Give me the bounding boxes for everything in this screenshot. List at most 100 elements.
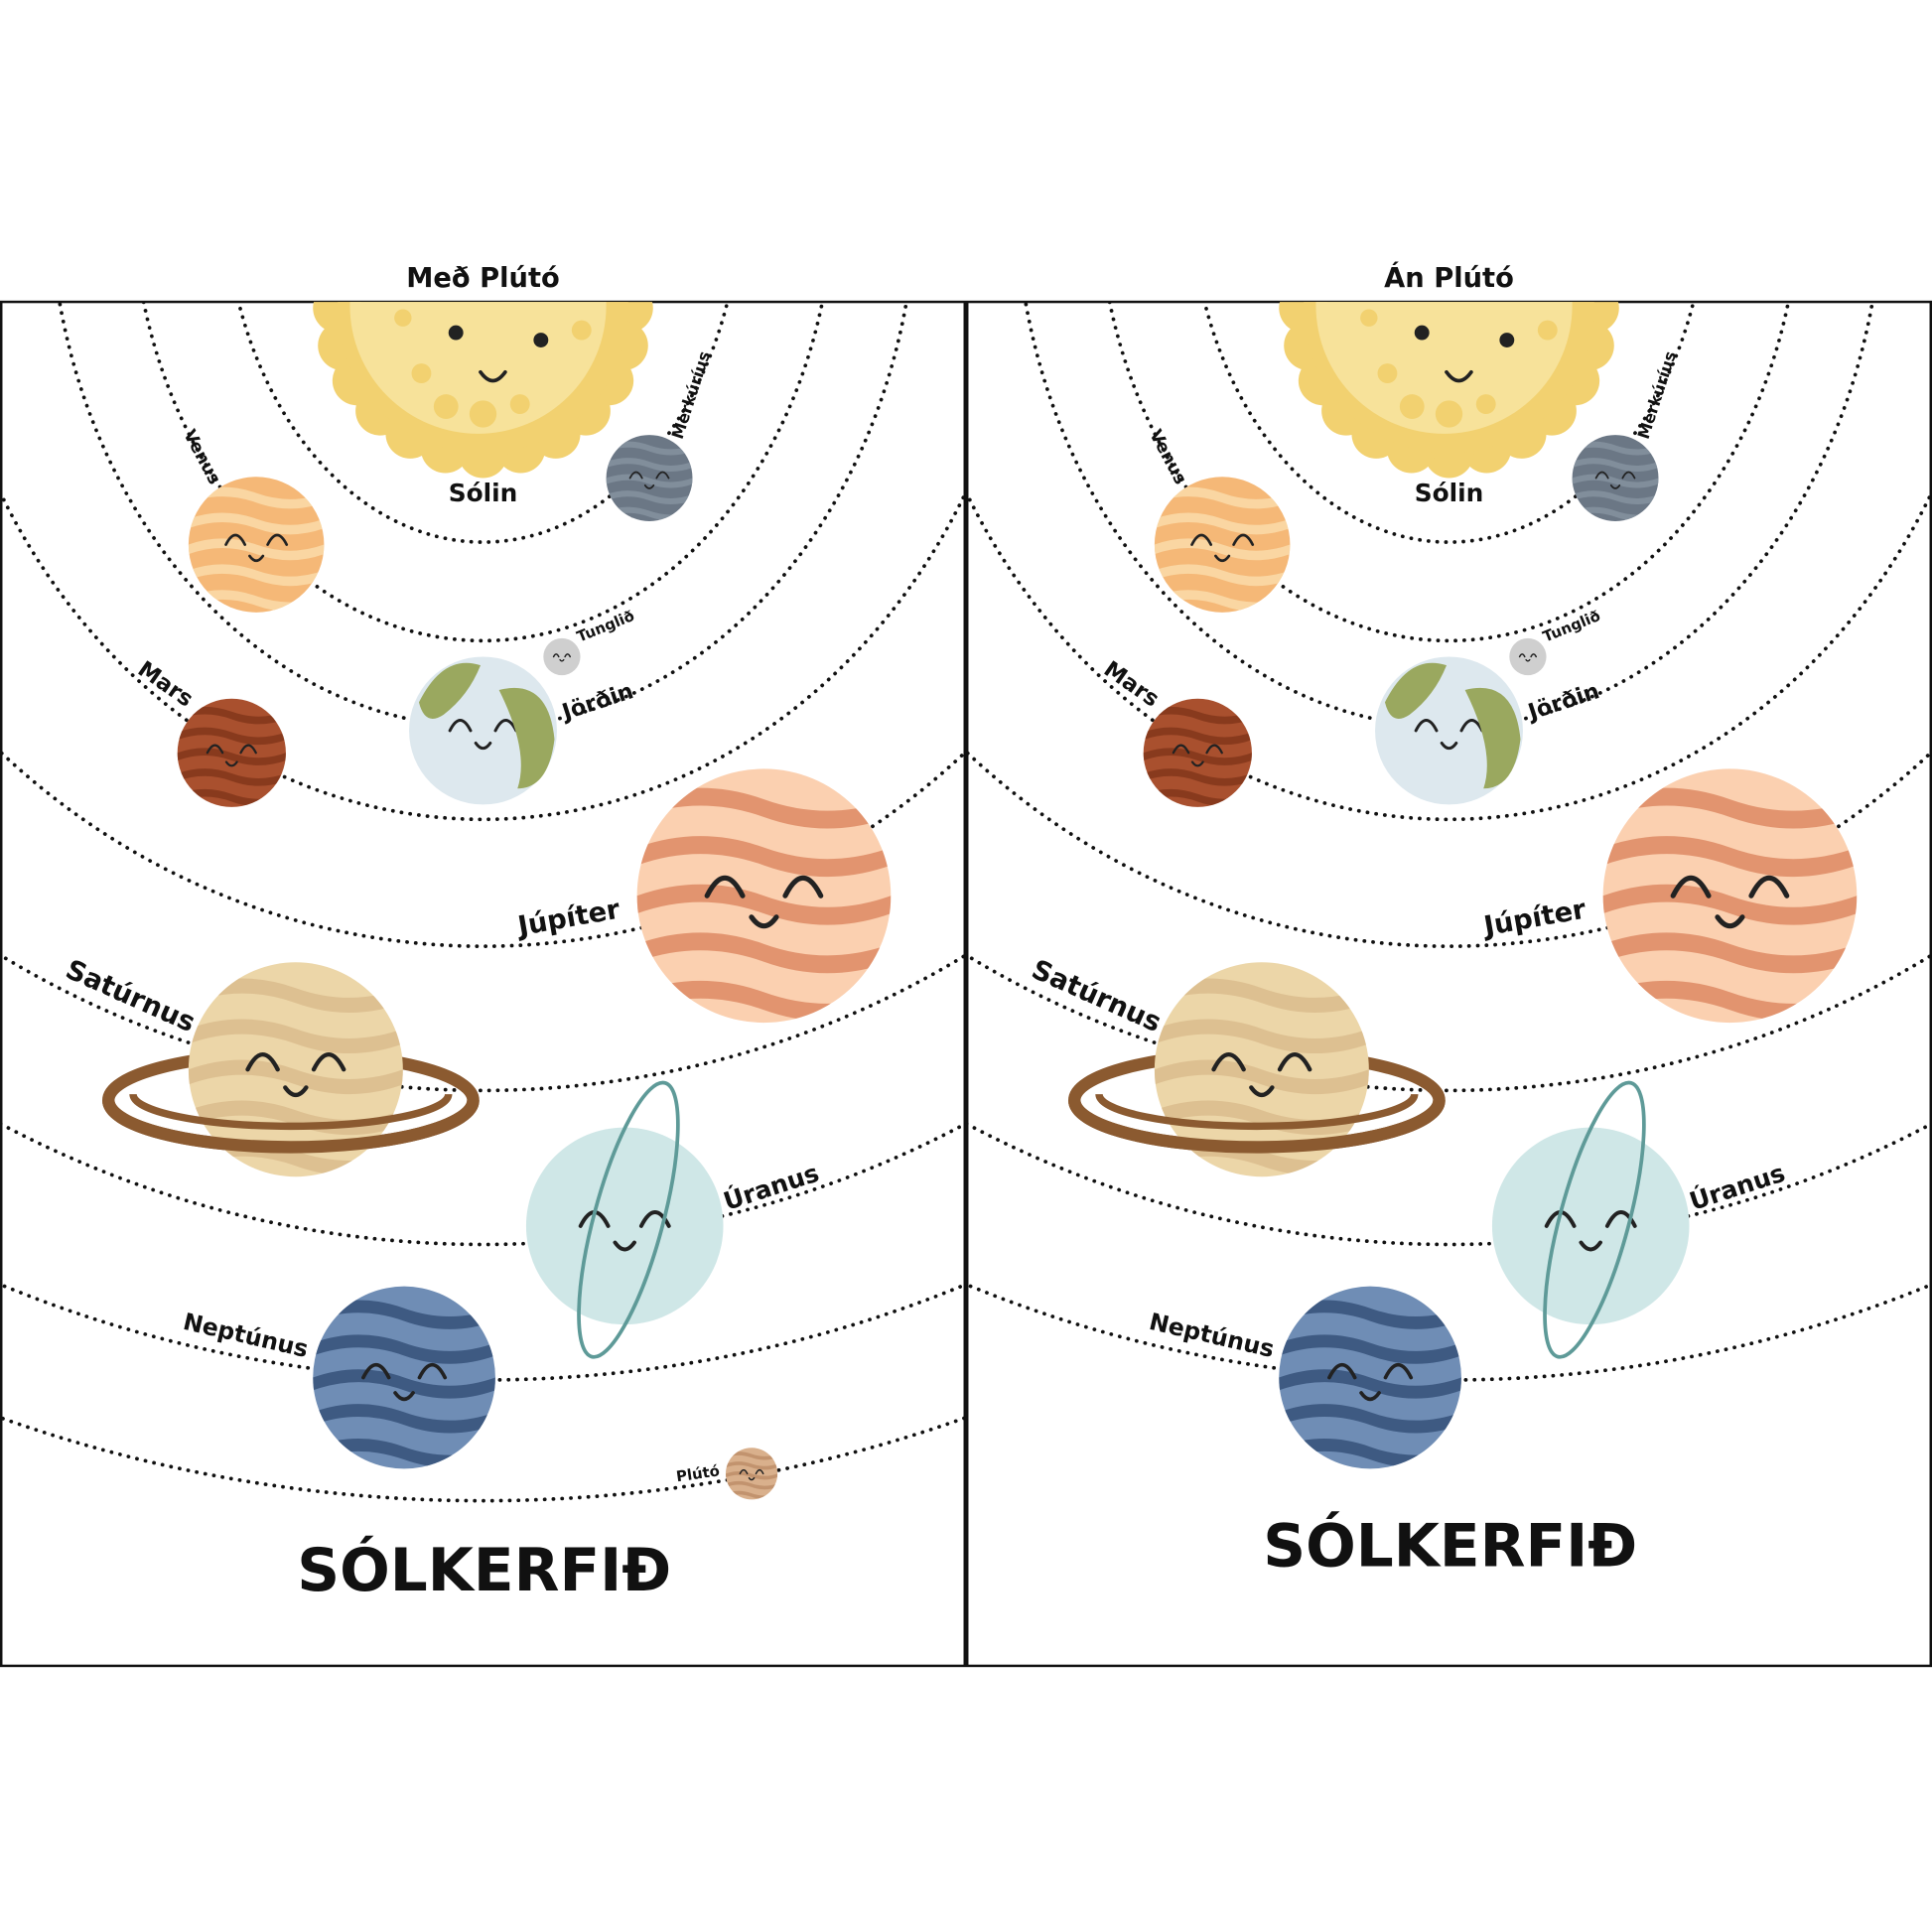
sun-ray: [385, 158, 435, 207]
sun-eye: [1414, 325, 1430, 341]
sun-ray: [1551, 210, 1600, 260]
venus-band: [188, 538, 325, 561]
neptune-band: [1279, 1404, 1461, 1434]
jupiter-band: [636, 884, 892, 925]
mars-band: [177, 706, 286, 725]
label-saturn: Satúrnus: [1027, 954, 1166, 1038]
mars-planet: [177, 698, 286, 807]
sun-ray: [421, 143, 471, 193]
sun-spot: [1475, 394, 1496, 414]
jupiter-band: [1602, 884, 1858, 925]
uranus-ring: [1543, 1080, 1646, 1359]
pluto-planet: [725, 1448, 778, 1500]
label-earth: Jörðin: [1523, 678, 1602, 726]
sun-ray: [496, 143, 546, 193]
saturn-ring-front: [1068, 1099, 1446, 1154]
label-uranus: Úranus: [1686, 1158, 1789, 1216]
sun-ray: [531, 158, 581, 207]
sun-ray: [1462, 143, 1512, 193]
poster-heading: SÓLKERFIÐ: [297, 1536, 671, 1605]
sun-body: [1315, 302, 1573, 434]
sun-smile: [1445, 369, 1473, 383]
sun-ray: [355, 181, 405, 230]
sun-ray: [318, 246, 367, 296]
sun-ray: [1321, 181, 1371, 230]
mars-band: [177, 768, 286, 786]
planet-face: [1190, 533, 1255, 563]
sun-ray: [599, 246, 648, 296]
saturn-ring-front: [102, 1099, 480, 1154]
label-sun: Sólin: [449, 479, 518, 507]
mars-band: [1143, 727, 1252, 746]
label-neptune: Neptúnus: [1147, 1308, 1277, 1363]
label-saturn: Satúrnus: [61, 954, 200, 1038]
jupiter-band: [1602, 836, 1858, 878]
venus-planet: [1154, 477, 1291, 613]
jupiter-planet: [636, 768, 892, 1024]
venus-band: [1154, 486, 1291, 509]
planet-face: [739, 1468, 764, 1481]
sun-spot: [469, 400, 497, 428]
sun-spot: [1559, 280, 1574, 295]
venus-band: [1154, 538, 1291, 561]
mercury-planet: [606, 435, 693, 521]
jupiter-band: [636, 836, 892, 878]
sun-ray: [561, 181, 611, 230]
neptune-band: [313, 1404, 495, 1434]
pluto-band: [725, 1451, 778, 1460]
sun-ray: [1425, 138, 1474, 188]
planet-face: [1211, 1052, 1312, 1098]
saturn-band: [188, 1059, 403, 1095]
jupiter-band: [1602, 932, 1858, 974]
sun-spot: [411, 363, 432, 383]
sun-spot: [433, 394, 459, 419]
planet-face: [1172, 744, 1223, 767]
sun-spot: [1399, 394, 1425, 419]
sun-ray: [1527, 181, 1577, 230]
saturn-band: [188, 1019, 403, 1053]
mercury-planet: [1572, 435, 1659, 521]
sun-ray: [1387, 143, 1437, 193]
earth-planet: [1375, 656, 1523, 805]
mercury-band: [606, 441, 693, 456]
jupiter-band: [1602, 787, 1858, 829]
earth-planet: [409, 656, 557, 805]
panel-title: Án Plútó: [1384, 262, 1514, 294]
panel-with-pluto: Með PlútóSólinMerkúríusVenusTungliðJörði…: [0, 143, 966, 1668]
saturn-ring-inner: [129, 1093, 453, 1131]
venus-band: [188, 564, 325, 587]
jupiter-band: [636, 787, 892, 829]
sun: [1279, 138, 1619, 479]
planet-face: [361, 1362, 448, 1402]
planet-face: [224, 533, 289, 563]
planet-face: [245, 1052, 346, 1098]
uranus-planet: [525, 1080, 724, 1359]
label-uranus: Úranus: [720, 1158, 823, 1216]
moon-planet: [1509, 637, 1547, 676]
neptune-planet: [313, 1286, 495, 1469]
label-mercury: Merkúríus: [668, 348, 714, 441]
mercury-band: [1572, 441, 1659, 456]
saturn-band: [1154, 1019, 1369, 1053]
uranus-ring: [577, 1080, 680, 1359]
sun-spot: [509, 394, 530, 414]
mercury-band: [606, 474, 693, 488]
sun-body: [349, 302, 607, 434]
pluto-band: [725, 1470, 778, 1480]
venus-band: [188, 486, 325, 509]
orbit-path: [2, 750, 965, 948]
pluto-bands: [725, 1451, 778, 1500]
pluto-band: [725, 1480, 778, 1490]
sun-ray: [1497, 158, 1547, 207]
jupiter-band: [636, 932, 892, 974]
mercury-band: [1572, 490, 1659, 505]
saturn-ring-inner: [1095, 1093, 1419, 1131]
planet-face: [704, 876, 824, 929]
mercury-band: [1572, 474, 1659, 488]
sun-ray: [1284, 246, 1333, 296]
label-sun: Sólin: [1415, 479, 1484, 507]
sun-spot: [1537, 320, 1558, 341]
sun-eye: [448, 325, 464, 341]
neptune-band: [1279, 1334, 1461, 1364]
